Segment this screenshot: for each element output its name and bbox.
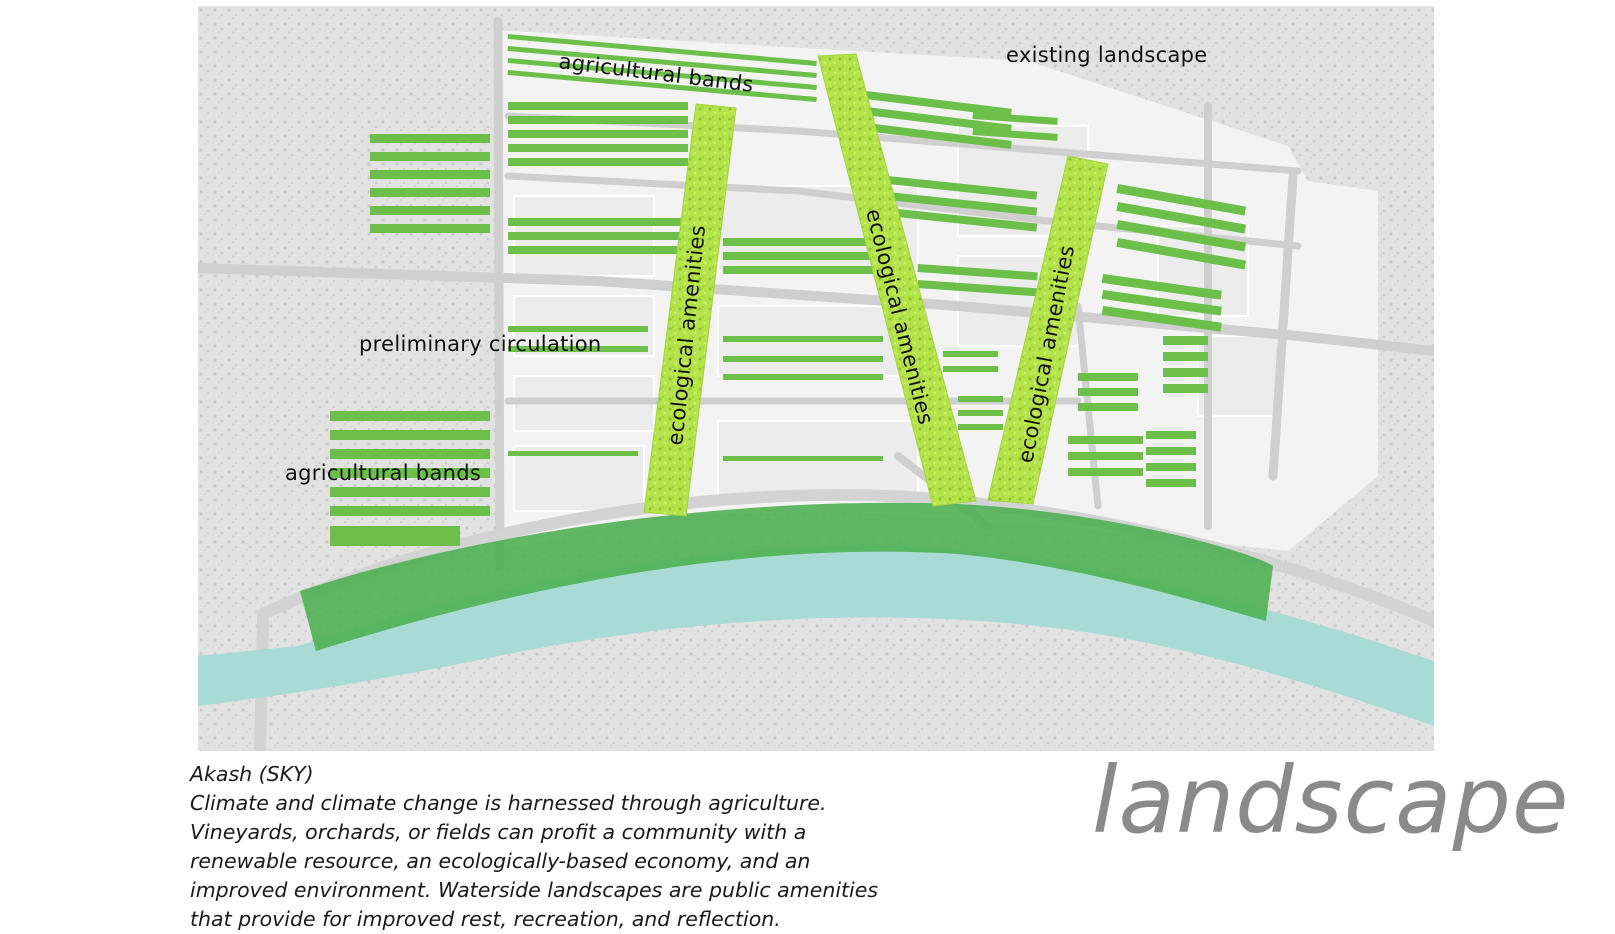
label-existing-landscape: existing landscape [1006,43,1208,67]
caption-line: Climate and climate change is harnessed … [190,791,827,815]
label-agricultural-bands-left: agricultural bands [285,461,481,485]
caption-line: improved environment. Waterside landscap… [190,878,879,902]
road-north-south-west [493,16,505,571]
ecological-corridor-2 [817,53,977,507]
caption-line: Vineyards, orchards, or fields can profi… [190,820,807,844]
ecological-amenities [643,53,1109,517]
road-main-east-west [198,263,1434,356]
ecological-corridor-3 [987,155,1109,505]
section-title: landscape [1092,747,1570,854]
caption-text: Akash (SKY) Climate and climate change i… [190,760,950,934]
ecological-corridor-1 [643,103,737,517]
agricultural-bands [330,33,1247,546]
caption-title: Akash (SKY) [190,762,314,786]
riverside-park [300,502,1273,651]
caption-line: that provide for improved rest, recreati… [190,907,781,931]
label-preliminary-circulation: preliminary circulation [359,332,602,356]
caption-line: renewable resource, an ecologically-base… [190,849,811,873]
site-plan-map: existing landscape agricultural bands pr… [198,6,1434,751]
